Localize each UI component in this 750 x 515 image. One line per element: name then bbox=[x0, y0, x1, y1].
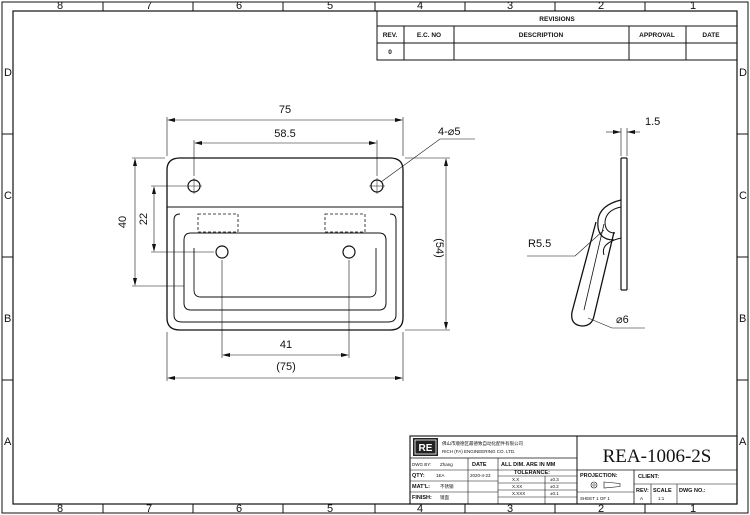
tol-label-2: X.XX bbox=[512, 484, 522, 489]
dim-holes: 4-⌀5 bbox=[438, 126, 461, 138]
tol-label-3: X.XXX bbox=[512, 491, 525, 496]
rev-row-0-rev: 0 bbox=[388, 49, 392, 56]
qty-label: QTY: bbox=[412, 473, 425, 479]
title-block: RE 佛山市顺德区最德致自动化配件有限公司 RICH (FA) ENGINEER… bbox=[409, 435, 738, 505]
rev-header-rev: REV. bbox=[383, 32, 398, 39]
dim-hole-spacing: 58.5 bbox=[274, 128, 295, 140]
front-view: 75 58.5 4-⌀5 40 22 (54) bbox=[117, 104, 475, 381]
rev-header-approval: APPROVAL bbox=[639, 32, 675, 39]
zone-bottom-7: 7 bbox=[146, 503, 152, 515]
zone-top-2: 2 bbox=[598, 0, 604, 12]
rev-header-ecno: E.C. NO bbox=[417, 32, 441, 39]
zone-bottom-1: 1 bbox=[690, 503, 696, 515]
dim-overall-width: 75 bbox=[279, 104, 291, 116]
matl-value: 不锈钢 bbox=[440, 483, 454, 490]
part-number: REA-1006-2S bbox=[603, 446, 712, 467]
zone-bottom-8: 8 bbox=[57, 503, 63, 515]
dim-height-total: 40 bbox=[117, 216, 129, 228]
zone-bottom-3: 3 bbox=[507, 503, 513, 515]
zone-left-a: A bbox=[4, 436, 12, 448]
sheet-count: SHEET 1 OF 1 bbox=[580, 496, 610, 501]
dwg-by: Zhang bbox=[440, 462, 453, 467]
dim-lower-spacing: 41 bbox=[280, 339, 292, 351]
zone-bottom-5: 5 bbox=[327, 503, 333, 515]
dim-radius: R5.5 bbox=[528, 238, 551, 250]
revisions-table: REVISIONS REV. E.C. NO DESCRIPTION APPRO… bbox=[376, 10, 738, 61]
revisions-title: REVISIONS bbox=[539, 16, 575, 23]
scale-label: SCALE bbox=[653, 488, 672, 494]
company-en: RICH (FA) ENGINEERING CO. LTD. bbox=[442, 449, 515, 454]
company-cn: 佛山市顺德区最德致自动化配件有限公司 bbox=[442, 440, 523, 447]
zone-left-c: C bbox=[4, 190, 12, 202]
finish-value: 镜面 bbox=[440, 494, 449, 501]
matl-label: MAT'L: bbox=[412, 484, 430, 490]
dwg-by-label: DWG BY: bbox=[412, 462, 431, 467]
rev-header-date: DATE bbox=[702, 32, 720, 39]
zone-left-b: B bbox=[4, 313, 11, 325]
zone-top-6: 6 bbox=[236, 0, 242, 12]
zone-right-c: C bbox=[739, 190, 747, 202]
rev-label: REV: bbox=[636, 488, 649, 494]
dim-rod-dia: ⌀6 bbox=[616, 314, 629, 326]
dim-lower-width: (75) bbox=[276, 361, 296, 373]
dim-height-ref: (54) bbox=[433, 238, 445, 258]
zone-right-b: B bbox=[739, 313, 746, 325]
zone-left-d: D bbox=[4, 67, 12, 79]
qty-value: 1EA bbox=[436, 473, 445, 478]
zone-top-5: 5 bbox=[327, 0, 333, 12]
zone-bottom-2: 2 bbox=[598, 503, 604, 515]
side-view: 1.5 R5.5 ⌀6 bbox=[527, 116, 660, 329]
date-value: 2020-4-23 bbox=[470, 473, 491, 478]
zone-right-d: D bbox=[739, 67, 747, 79]
zone-labels-left: D C B A bbox=[4, 67, 12, 448]
projection-symbol-icon bbox=[590, 481, 621, 489]
zone-labels-top: 8 7 6 5 4 3 2 1 bbox=[57, 0, 696, 12]
dims-note: ALL DIM. ARE IN MM bbox=[501, 462, 556, 468]
zone-top-4: 4 bbox=[417, 0, 423, 12]
zone-labels-bottom: 8 7 6 5 4 3 2 1 bbox=[57, 503, 696, 515]
zone-top-8: 8 bbox=[57, 0, 63, 12]
tolerance-label: TOLERANCE: bbox=[514, 470, 550, 476]
zone-top-3: 3 bbox=[507, 0, 513, 12]
tol-label-1: X.X bbox=[512, 477, 519, 482]
zone-bottom-4: 4 bbox=[417, 503, 423, 515]
projection-label: PROJECTION: bbox=[580, 473, 618, 479]
zone-top-1: 1 bbox=[690, 0, 696, 12]
finish-label: FINISH: bbox=[412, 495, 432, 501]
tol-value-2: ±0.2 bbox=[550, 484, 559, 489]
company-logo: RE bbox=[419, 443, 433, 454]
scale-value: 1:1 bbox=[658, 496, 665, 501]
date-label: DATE bbox=[472, 462, 487, 468]
dim-height-upper: 22 bbox=[138, 213, 150, 225]
zone-bottom-6: 6 bbox=[236, 503, 242, 515]
client-label: CLIENT: bbox=[638, 474, 659, 480]
dim-thickness: 1.5 bbox=[645, 116, 660, 128]
rev-value: A bbox=[640, 496, 643, 501]
tol-value-3: ±0.1 bbox=[550, 491, 559, 496]
rev-header-description: DESCRIPTION bbox=[519, 32, 564, 39]
tol-value-1: ±0.3 bbox=[550, 477, 559, 482]
dwg-no-label: DWG NO.: bbox=[679, 488, 706, 494]
zone-top-7: 7 bbox=[146, 0, 152, 12]
zone-labels-right: D C B A bbox=[739, 67, 747, 448]
zone-right-a: A bbox=[739, 436, 747, 448]
